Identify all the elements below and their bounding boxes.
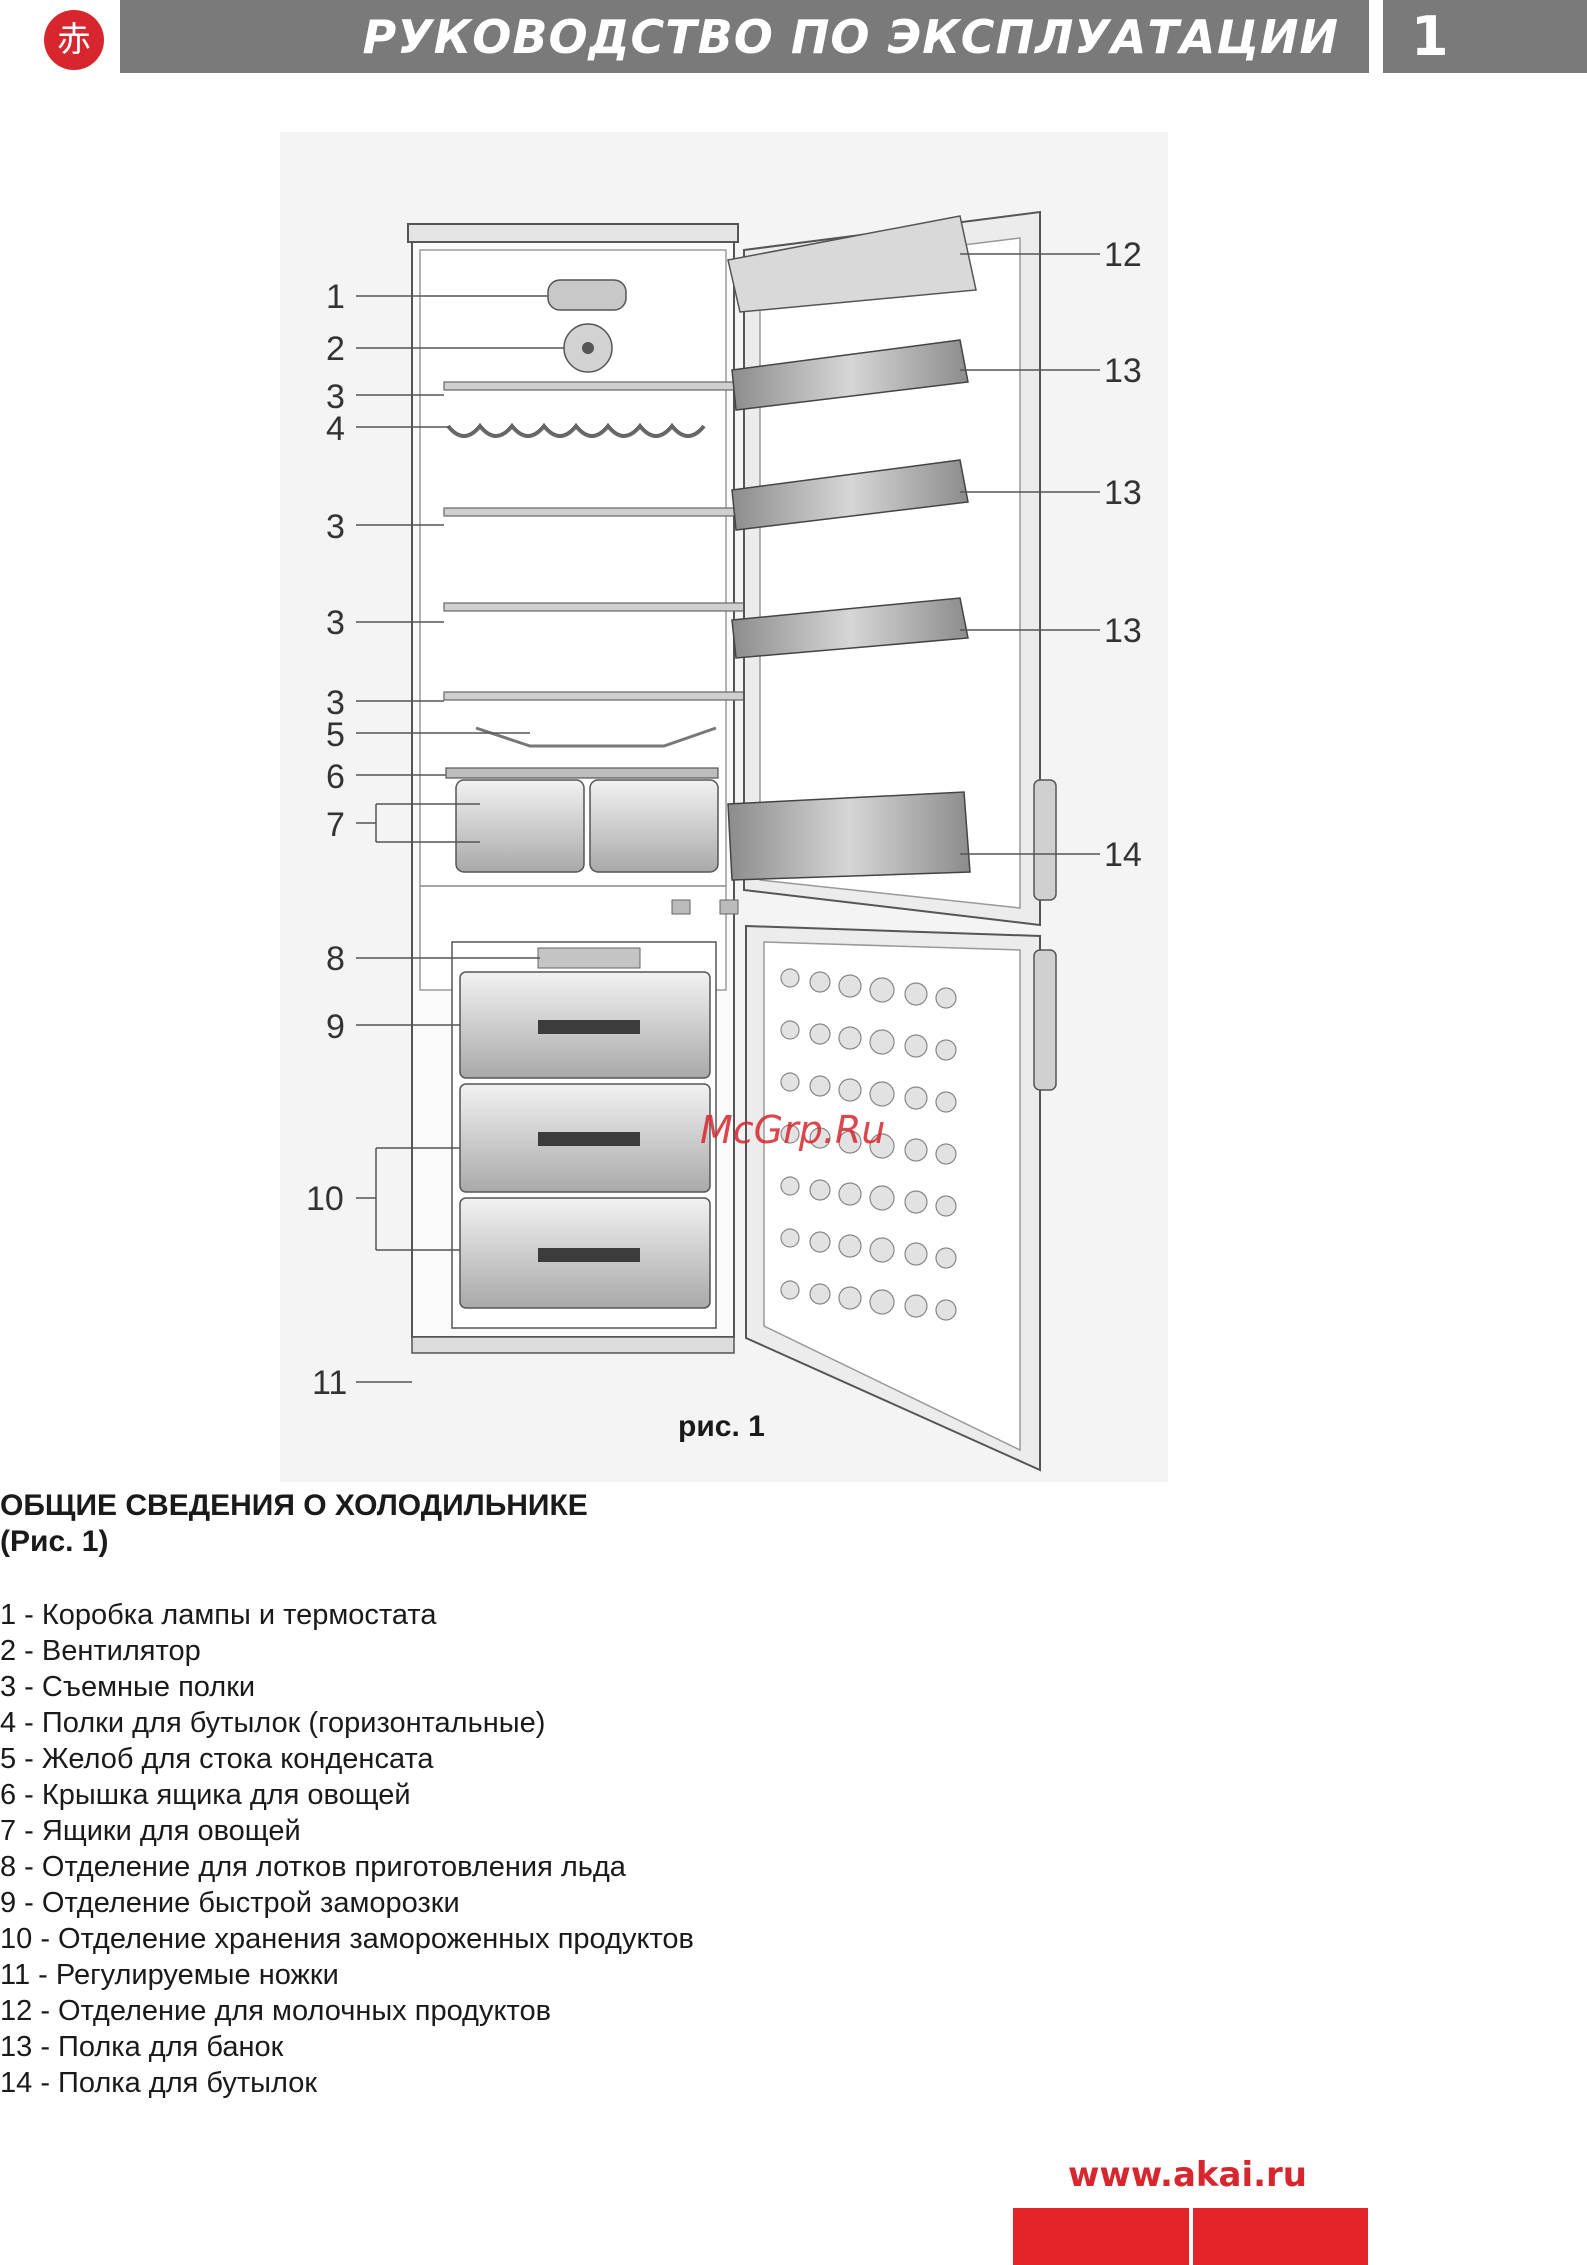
- crisper-drawer-left: [455, 779, 585, 873]
- cabinet-top: [407, 223, 739, 243]
- legend-item: 4 - Полки для бутылок (горизонтальные): [0, 1707, 546, 1739]
- ice-tray: [537, 947, 641, 969]
- freezer-door-handle: [1033, 949, 1057, 1091]
- logo-glyph: 赤: [57, 20, 91, 60]
- legend-item: 10 - Отделение хранения замороженных про…: [0, 1923, 694, 1955]
- figure-caption: рис. 1: [678, 1410, 765, 1443]
- callout-13a: 13: [1104, 352, 1142, 390]
- callout-2: 2: [326, 330, 345, 368]
- shelf-3: [443, 602, 745, 612]
- parts-legend: 1 - Коробка лампы и термостата 2 - Венти…: [0, 1597, 694, 2101]
- dairy-compartment: [727, 215, 977, 313]
- crisper-drawer-right: [589, 779, 719, 873]
- section-heading-line2: (Рис. 1): [0, 1525, 109, 1558]
- akai-logo: 赤: [44, 10, 104, 70]
- shelf-2: [443, 507, 745, 517]
- door-shelf-2: [731, 459, 969, 531]
- callout-12: 12: [1104, 236, 1142, 274]
- callout-7: 7: [326, 806, 345, 844]
- callout-14: 14: [1104, 836, 1142, 874]
- refrigerator-diagram: [280, 132, 1168, 1482]
- legend-item: 5 - Желоб для стока конденсата: [0, 1743, 434, 1775]
- callout-4: 4: [326, 410, 345, 448]
- header-bar: РУКОВОДСТВО ПО ЭКСПЛУАТАЦИИ: [120, 0, 1369, 73]
- shelf-4: [443, 691, 745, 701]
- legend-item: 7 - Ящики для овощей: [0, 1815, 301, 1847]
- section-heading-line1: ОБЩИЕ СВЕДЕНИЯ О ХОЛОДИЛЬНИКЕ: [0, 1489, 588, 1522]
- callout-1: 1: [326, 278, 345, 316]
- legend-item: 3 - Съемные полки: [0, 1671, 256, 1703]
- page-title: РУКОВОДСТВО ПО ЭКСПЛУАТАЦИИ: [362, 9, 1339, 64]
- callout-8: 8: [326, 940, 345, 978]
- freezer-door-dimples: [780, 968, 957, 1321]
- door-shelf-1: [731, 339, 969, 411]
- fridge-door-handle: [1033, 779, 1057, 901]
- callout-13c: 13: [1104, 612, 1142, 650]
- legend-item: 14 - Полка для бутылок: [0, 2067, 318, 2099]
- section-heading: ОБЩИЕ СВЕДЕНИЯ О ХОЛОДИЛЬНИКЕ (Рис. 1): [0, 1488, 588, 1560]
- legend-item: 11 - Регулируемые ножки: [0, 1959, 339, 1991]
- watermark: McGrp.Ru: [700, 1108, 886, 1152]
- refrigerator-figure: 1 2 3 4 3 3 3 5 6 7 8 9 10 11 12 13 13 1…: [0, 120, 1587, 1490]
- legend-item: 8 - Отделение для лотков приготовления л…: [0, 1851, 626, 1883]
- callout-3a: 3: [326, 378, 345, 416]
- page-number-box: 1: [1383, 0, 1587, 73]
- shelf-1: [443, 381, 745, 391]
- bottle-rack: [446, 422, 706, 438]
- callout-13b: 13: [1104, 474, 1142, 512]
- callout-6: 6: [326, 758, 345, 796]
- callout-9: 9: [326, 1008, 345, 1046]
- page-number: 1: [1411, 5, 1449, 68]
- legend-item: 1 - Коробка лампы и термостата: [0, 1599, 437, 1631]
- lamp-box: [547, 279, 627, 311]
- leader-lines: [356, 253, 1100, 1383]
- door-shelf-3: [731, 597, 969, 659]
- condensate-channel: [475, 726, 717, 748]
- legend-item: 6 - Крышка ящика для овощей: [0, 1779, 411, 1811]
- bottle-door-shelf: [727, 791, 971, 881]
- crisper-cover: [445, 767, 719, 779]
- legend-item: 13 - Полка для банок: [0, 2031, 284, 2063]
- callout-3d: 3: [326, 684, 345, 722]
- callout-11: 11: [312, 1364, 348, 1402]
- legend-item: 12 - Отделение для молочных продуктов: [0, 1995, 551, 2027]
- callout-10: 10: [306, 1180, 344, 1218]
- callout-3c: 3: [326, 604, 345, 642]
- legend-item: 9 - Отделение быстрой заморозки: [0, 1887, 460, 1919]
- footer-bar-left: [1013, 2208, 1189, 2265]
- callout-3b: 3: [326, 508, 345, 546]
- callout-5: 5: [326, 716, 345, 754]
- footer-bar-right: [1193, 2208, 1368, 2265]
- adjustable-feet: [411, 1336, 735, 1354]
- footer-website-link[interactable]: www.akai.ru: [1068, 2155, 1308, 2195]
- legend-item: 2 - Вентилятор: [0, 1635, 201, 1667]
